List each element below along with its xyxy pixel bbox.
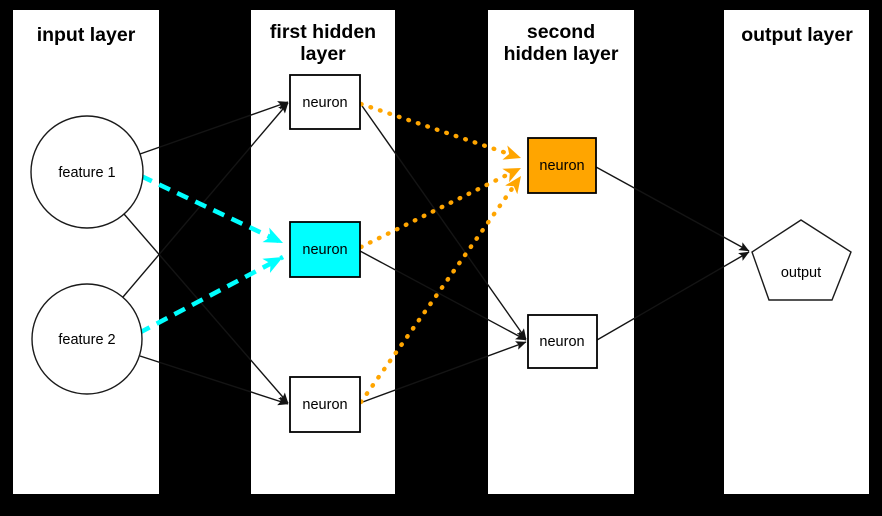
edge-h1n2-to-h2n2 xyxy=(359,250,527,341)
node-hidden1-neuron1: neuron xyxy=(289,74,361,130)
node-hidden1-neuron3: neuron xyxy=(289,376,361,433)
feature1-label: feature 1 xyxy=(58,165,115,181)
edge-h1n1-to-h2n2 xyxy=(359,102,527,340)
edge-h1n2-to-h2n1-orange xyxy=(358,165,524,250)
edge-h2n1-to-output xyxy=(595,166,750,252)
hidden1-neuron3-box xyxy=(289,376,361,433)
panel-title-output-layer: output layer xyxy=(741,24,853,46)
edge-h1n1-to-h2n1-orange xyxy=(358,101,524,161)
node-hidden2-neuron2: neuron xyxy=(527,314,598,369)
edge-feature1-to-h1n1 xyxy=(139,101,289,155)
panel-input-layer xyxy=(13,10,159,494)
hidden2-neuron2-label: neuron xyxy=(539,334,584,350)
panel-title-second-hidden-line2: hidden layer xyxy=(504,43,619,65)
edge-feature2-to-h1n1 xyxy=(122,102,289,298)
hidden2-neuron1-label: neuron xyxy=(539,158,584,174)
panel-title-first-hidden-line1: first hidden xyxy=(270,21,376,43)
feature1-circle xyxy=(30,115,144,229)
node-feature-2: feature 2 xyxy=(31,283,143,395)
node-hidden2-neuron1-highlighted-orange: neuron xyxy=(527,137,597,194)
node-output: output xyxy=(751,219,852,301)
hidden2-neuron1-box xyxy=(527,137,597,194)
edge-h1n3-to-h2n1-orange xyxy=(358,173,524,405)
edge-feature1-to-h1n3 xyxy=(123,213,289,404)
hidden1-neuron3-label: neuron xyxy=(302,397,347,413)
hidden2-neuron2-box xyxy=(527,314,598,369)
hidden1-neuron1-label: neuron xyxy=(302,95,347,111)
panel-title-input-layer: input layer xyxy=(37,24,136,46)
panel-second-hidden-layer xyxy=(488,10,634,494)
output-label: output xyxy=(781,265,821,281)
node-hidden1-neuron2-highlighted-cyan: neuron xyxy=(289,221,361,278)
hidden1-neuron2-label: neuron xyxy=(302,242,347,258)
edge-feature2-to-h1n2-cyan xyxy=(137,254,285,336)
edge-h1n3-to-h2n2 xyxy=(359,341,527,404)
node-feature-1: feature 1 xyxy=(30,115,144,229)
panel-title-second-hidden-line1: second xyxy=(527,21,595,43)
output-pentagon xyxy=(751,219,852,301)
edge-h2n2-to-output xyxy=(596,251,750,341)
edge-feature1-to-h1n2-cyan xyxy=(140,173,284,246)
hidden1-neuron2-box xyxy=(289,221,361,278)
feature2-label: feature 2 xyxy=(58,332,115,348)
feature2-circle xyxy=(31,283,143,395)
edge-feature2-to-h1n3 xyxy=(139,355,289,406)
hidden1-neuron1-box xyxy=(289,74,361,130)
panel-title-first-hidden-line2: layer xyxy=(300,43,346,65)
